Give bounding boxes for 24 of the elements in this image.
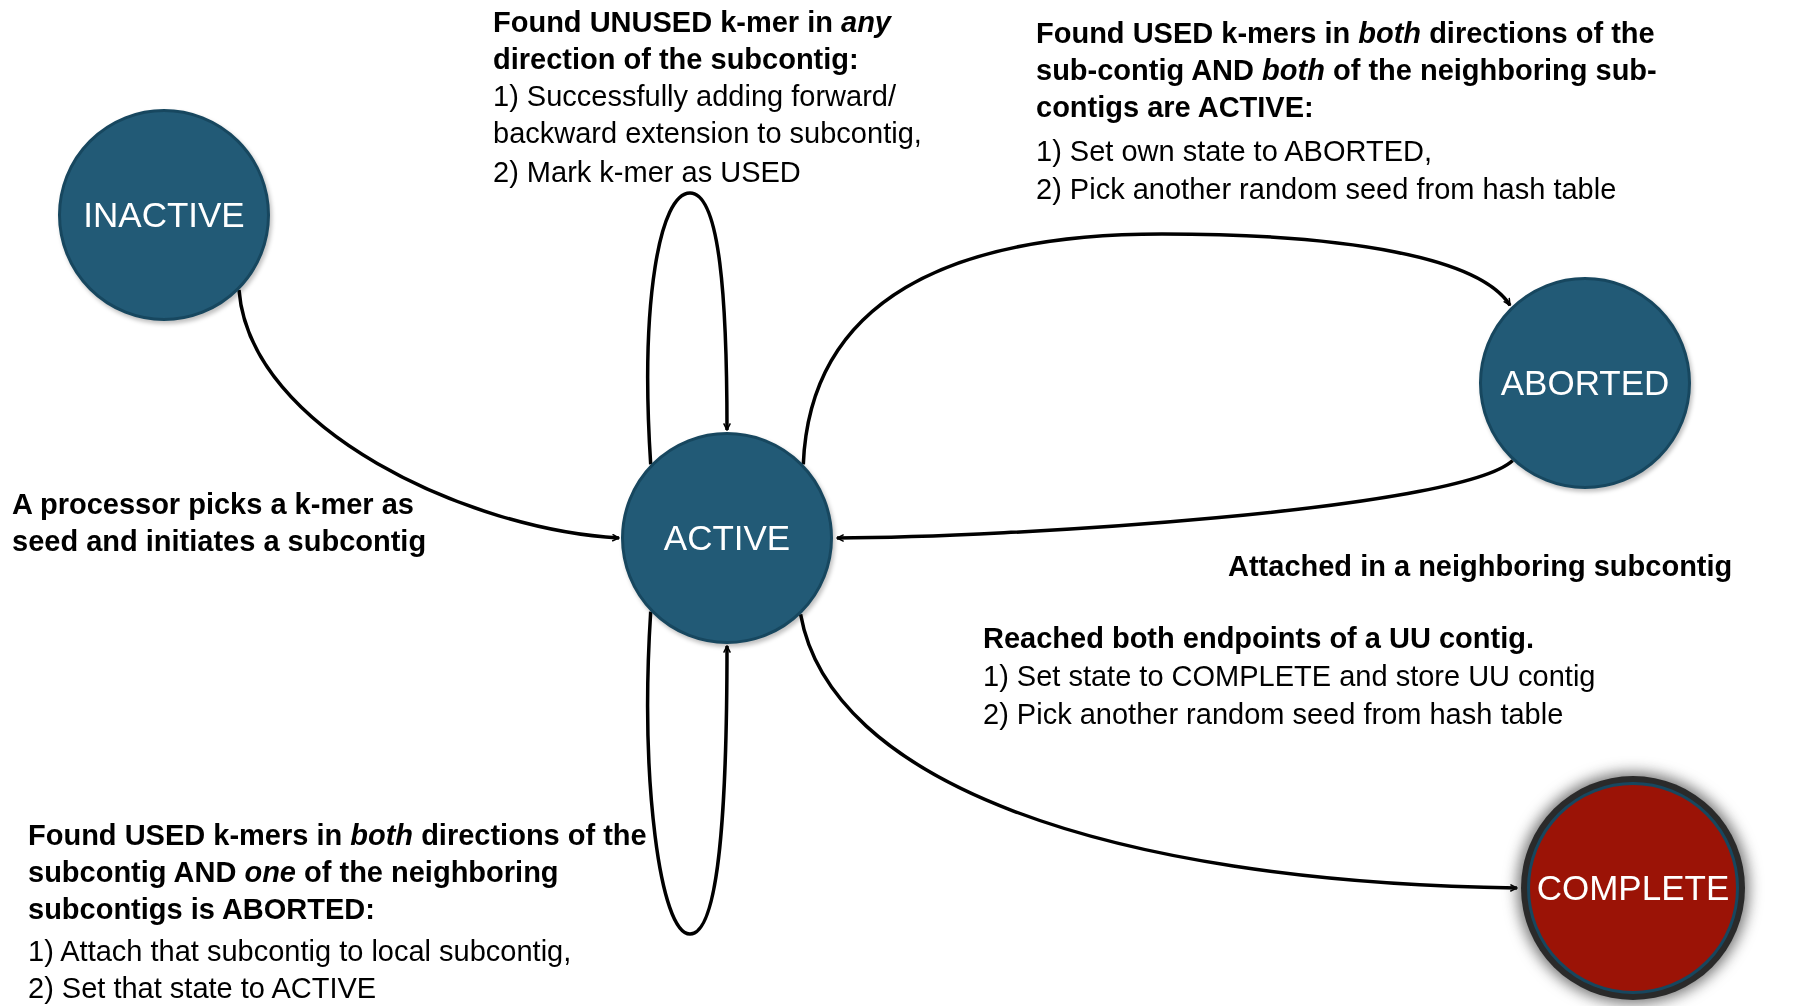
step-text: 2) Mark k-mer as USED: [493, 155, 802, 190]
step-text: 1) Set own state to ABORTED,: [1036, 134, 1433, 169]
step-text: 1) Set state to COMPLETE and store UU contig: [983, 659, 1597, 694]
state-name: INACTIVE: [83, 194, 245, 237]
state-name: COMPLETE: [1536, 867, 1730, 910]
state-name: ACTIVE: [663, 517, 791, 560]
arrow: [798, 613, 1518, 892]
edge-label: Found USED k-mers in both directions of the subcontig AND one of the neighboring subcontigs is ABORTED:: [28, 818, 648, 927]
edge-label: A processor picks a k-mer as seed and initiates a subcontig: [12, 487, 428, 559]
arrow: [646, 191, 732, 465]
step-text: 2) Pick another random seed from hash table: [1036, 172, 1618, 207]
edge-label: Attached in a neighboring subcontig: [1228, 549, 1734, 584]
step-text: 2) Pick another random seed from hash table: [983, 697, 1565, 732]
edge-label: Found USED k-mers in both directions of the sub-contig AND both of the neighboring sub-contigs are ACTIVE:: [1036, 16, 1658, 125]
step-text: 1) Attach that subcontig to local subcontig,: [28, 934, 573, 969]
arrow: [646, 611, 732, 936]
arrow: [237, 289, 620, 542]
step-text: 1) Successfully adding forward/ backward extension to subcontig,: [493, 79, 923, 151]
arrow: [801, 232, 1512, 465]
edge-label: Found UNUSED k-mer in any direction of the subcontig:: [493, 5, 893, 77]
state-name: ABORTED: [1500, 362, 1670, 405]
step-text: 2) Set that state to ACTIVE: [28, 971, 378, 1006]
edge-label: Reached both endpoints of a UU contig.: [983, 621, 1535, 656]
arrow: [836, 458, 1514, 542]
